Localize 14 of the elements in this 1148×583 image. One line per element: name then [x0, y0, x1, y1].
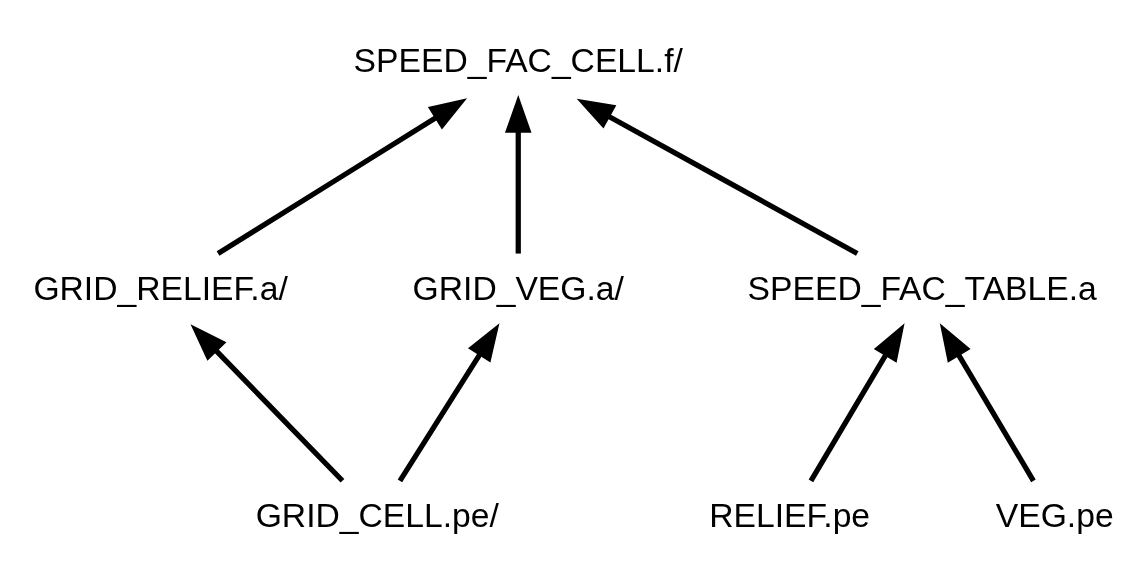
arrow — [939, 323, 1036, 483]
node-text: GRID_RELIEF.a/ — [33, 269, 288, 307]
arrow — [216, 98, 468, 256]
node-text: SPEED_FAC_CELL.f/ — [353, 42, 683, 80]
arrow — [190, 324, 345, 483]
arrow — [504, 94, 532, 254]
node-text: RELIEF.pe — [709, 496, 871, 534]
node-text: SPEED_FAC_TABLE.a — [747, 269, 1097, 307]
arrow — [808, 323, 905, 483]
arrow — [576, 98, 859, 256]
arrow — [397, 323, 500, 483]
node-text: VEG.pe — [995, 496, 1114, 534]
node-text: GRID_VEG.a/ — [412, 269, 624, 307]
node-text: GRID_CELL.pe/ — [255, 496, 499, 534]
